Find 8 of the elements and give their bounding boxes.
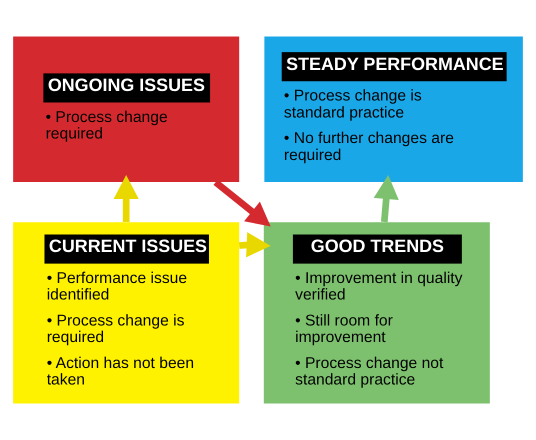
arrow	[214, 180, 271, 226]
arrow	[238, 232, 271, 258]
node-box: STEADY PERFORMANCE • Process change is standard practice • No further changes are required	[264, 36, 523, 182]
node-box: ONGOING ISSUES • Process change required	[13, 36, 240, 182]
arrow	[114, 174, 139, 222]
node-box: CURRENT ISSUES • Performance issue identified • Process change is required • Action has not been taken	[13, 222, 240, 404]
arrow	[374, 175, 399, 222]
node-box: GOOD TRENDS • Improvement in quality verified • Still room for improvement • Process change not standard practice	[264, 222, 490, 404]
